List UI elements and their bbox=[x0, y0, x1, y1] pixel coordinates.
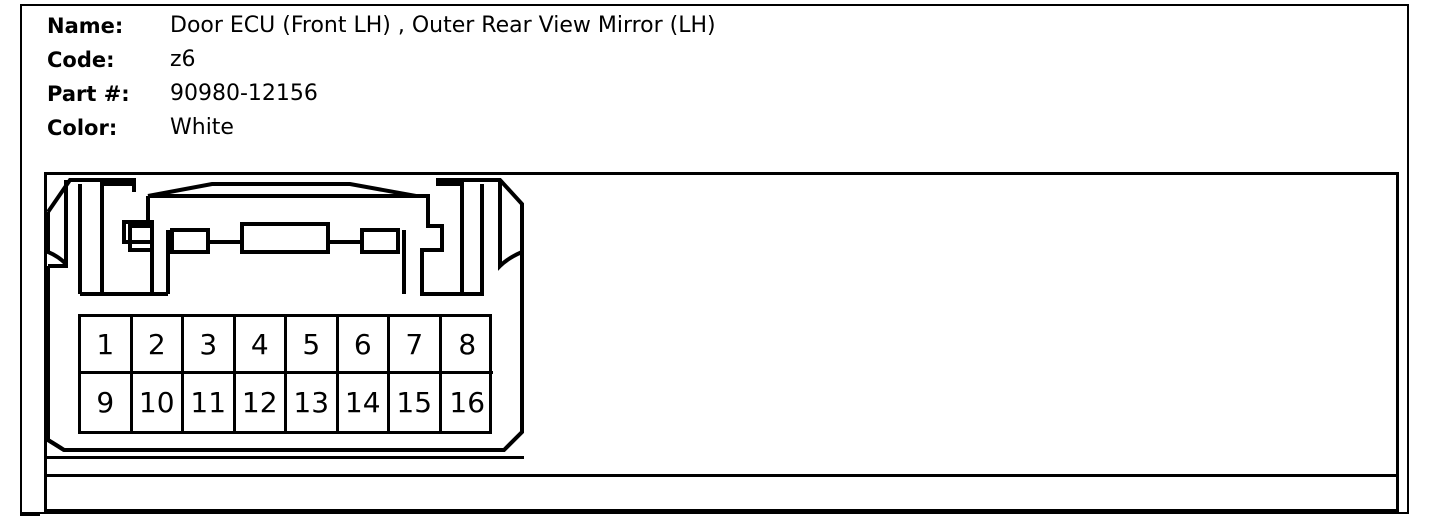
pin-4: 4 bbox=[235, 317, 287, 374]
code-value: z6 bbox=[170, 47, 196, 72]
part-label: Part #: bbox=[47, 82, 130, 106]
part-value: 90980-12156 bbox=[170, 81, 318, 106]
pin-7: 7 bbox=[390, 317, 442, 374]
connector-base-line bbox=[44, 456, 524, 459]
pin-5: 5 bbox=[287, 317, 339, 374]
name-value: Door ECU (Front LH) , Outer Rear View Mi… bbox=[170, 13, 716, 38]
pin-6: 6 bbox=[338, 317, 390, 374]
pin-3: 3 bbox=[184, 317, 236, 374]
pin-11: 11 bbox=[184, 374, 236, 431]
pin-1: 1 bbox=[81, 317, 133, 374]
pin-2: 2 bbox=[132, 317, 184, 374]
pin-8: 8 bbox=[441, 317, 493, 374]
frame-base-mark bbox=[20, 514, 40, 516]
pin-12: 12 bbox=[236, 374, 287, 431]
connector-panel bbox=[44, 172, 1399, 512]
pin-16: 16 bbox=[449, 386, 486, 419]
color-label: Color: bbox=[47, 116, 118, 140]
color-value: White bbox=[170, 115, 234, 140]
panel-divider bbox=[44, 474, 1399, 477]
connector-housing-drawing bbox=[46, 178, 524, 452]
pin-13: 13 bbox=[287, 374, 339, 431]
pin-9: 9 bbox=[81, 374, 133, 431]
pin-15: 15 bbox=[390, 374, 442, 431]
pin-14: 14 bbox=[339, 374, 390, 431]
code-label: Code: bbox=[47, 48, 115, 72]
connector-info-frame bbox=[20, 4, 1409, 514]
name-label: Name: bbox=[47, 14, 124, 38]
pin-10: 10 bbox=[133, 374, 184, 431]
